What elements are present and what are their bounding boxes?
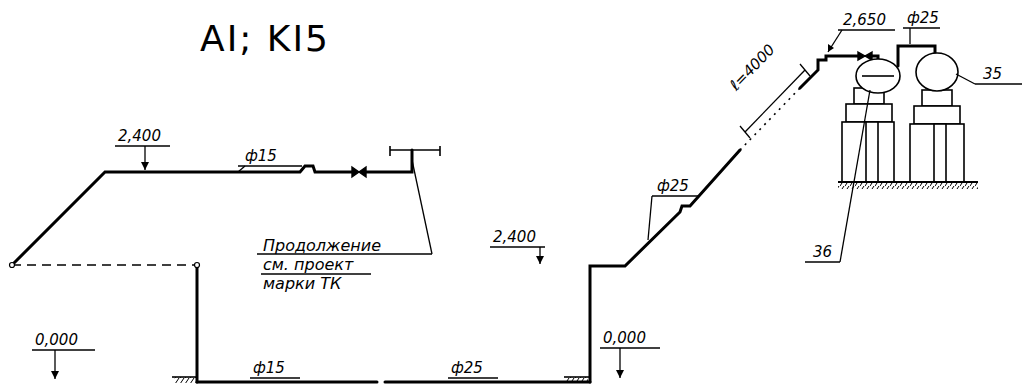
node-point: [10, 263, 15, 268]
leader-lines: [32, 28, 1022, 379]
level-mark: 2,650: [842, 12, 887, 29]
pipe-diameter: ф25: [906, 10, 940, 27]
callout-number: 36: [812, 244, 833, 261]
pipe-d15: [12, 150, 412, 382]
tee-branch: [390, 146, 440, 156]
pipe-d25: [385, 46, 935, 382]
pipe-diameter: ф25: [656, 178, 690, 195]
dashed-projection: [12, 264, 197, 266]
dotted-pipe-break: [740, 88, 800, 150]
pipe-diameter: ф15: [244, 148, 278, 165]
level-mark: 2,400: [492, 229, 537, 246]
arrow-heads: [51, 44, 834, 379]
level-mark: 2,400: [117, 128, 162, 145]
ground-line: [564, 376, 590, 378]
ground-hatch: [838, 182, 978, 189]
level-mark: 0,000: [602, 330, 647, 347]
continuation-note: Продолжение см. проект марки ТК: [262, 236, 392, 294]
dimension-length: ℓ=4000: [726, 41, 779, 95]
callout-number: 35: [982, 66, 1003, 83]
pipe-diameter: ф15: [252, 360, 286, 377]
ground-hatch: [174, 377, 196, 383]
ground-hatch: [566, 377, 588, 383]
node-point: [195, 263, 200, 268]
ground-line: [838, 181, 978, 183]
drawing-title: AI; KI5: [200, 18, 330, 59]
pipe-diameter: ф25: [450, 360, 484, 377]
ground-line: [172, 376, 197, 378]
valve-symbol: [352, 167, 366, 177]
pump-unit: [842, 53, 964, 182]
level-mark: 0,000: [34, 332, 79, 349]
valve-symbol: [858, 52, 872, 60]
